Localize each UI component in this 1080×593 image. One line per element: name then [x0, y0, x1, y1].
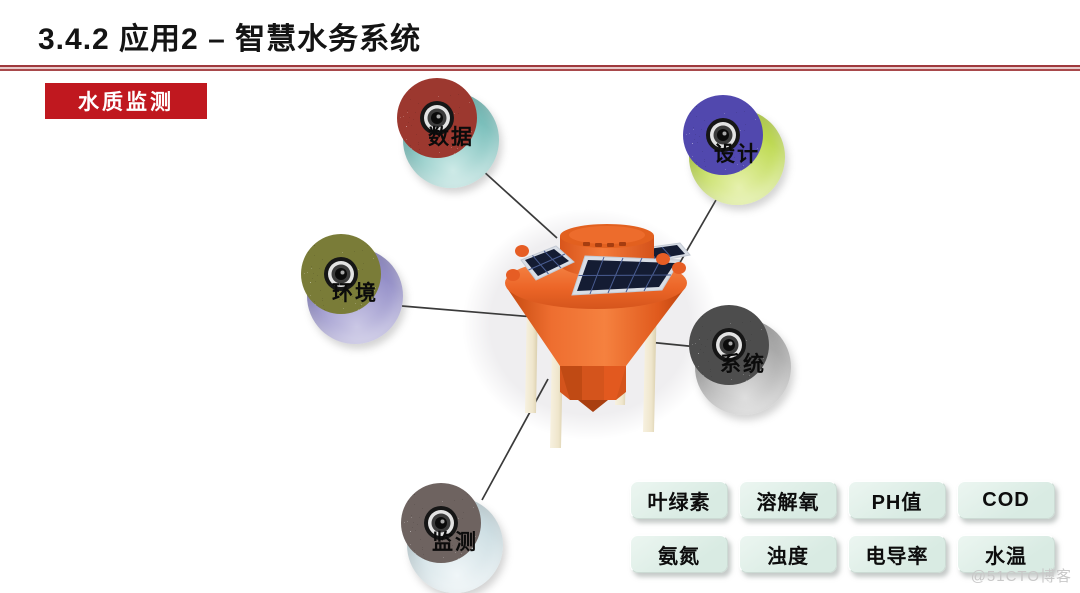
- water-quality-buoy-image: [505, 224, 691, 448]
- parameter-grid: 叶绿素 溶解氧 PH值 COD 氨氮 浊度 电导率 水温: [630, 481, 1055, 573]
- param-chlorophyll: 叶绿素: [630, 481, 728, 519]
- mosaic-disc-icon: [683, 95, 763, 175]
- param-dissolved-oxygen: 溶解氧: [739, 481, 837, 519]
- node-system-bubble: 系统: [689, 305, 791, 415]
- solar-panel-icon: [520, 245, 575, 281]
- buoy-lower-shade: [560, 366, 582, 400]
- param-cod: COD: [957, 481, 1055, 519]
- node-monitoring-bubble: 监测: [401, 483, 503, 593]
- buoy-hull: [507, 288, 685, 366]
- solar-panel-icon: [571, 255, 681, 296]
- mosaic-disc-icon: [301, 234, 381, 314]
- node-label: 环境: [332, 282, 378, 305]
- node-data-bubble: 数据: [397, 78, 499, 188]
- node-label: 设计: [714, 143, 760, 166]
- param-turbidity: 浊度: [739, 535, 837, 573]
- buoy-lower-light: [604, 366, 626, 400]
- header-divider: [0, 65, 1080, 71]
- node-label: 系统: [720, 353, 766, 376]
- buoy-mast-cap: [569, 226, 645, 244]
- watermark: @51CTO博客: [970, 568, 1072, 585]
- section-badge: 水质监测: [45, 83, 207, 119]
- param-ph: PH值: [848, 481, 946, 519]
- param-water-temperature: 水温: [957, 535, 1055, 573]
- param-ammonia-nitrogen: 氨氮: [630, 535, 728, 573]
- node-label: 数据: [428, 126, 474, 149]
- buoy-tip: [578, 400, 608, 412]
- mast-vents: [583, 242, 626, 247]
- node-design-bubble: 设计: [683, 95, 785, 205]
- mosaic-disc-icon: [401, 483, 481, 563]
- mosaic-disc-icon: [689, 305, 769, 385]
- mosaic-disc-icon: [397, 78, 477, 158]
- node-label: 监测: [432, 531, 478, 554]
- page-title: 3.4.2 应用2 – 智慧水务系统: [38, 23, 422, 56]
- param-conductivity: 电导率: [848, 535, 946, 573]
- node-environment-bubble: 环境: [301, 234, 403, 344]
